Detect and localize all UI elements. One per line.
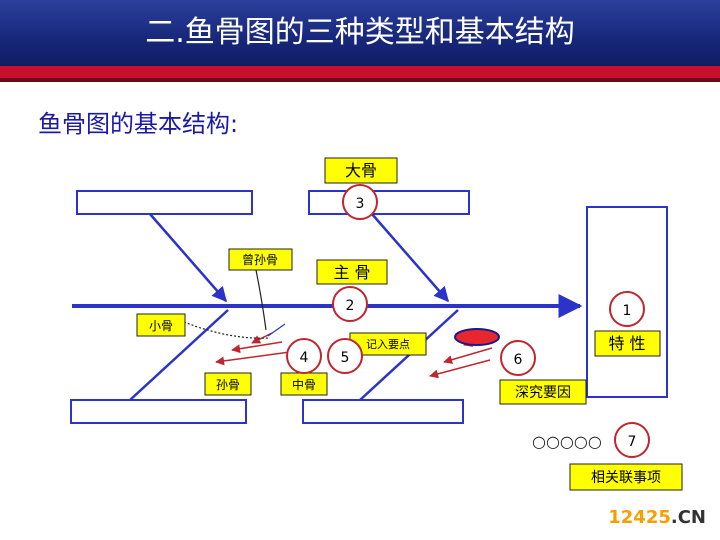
main-bone-label-box <box>316 259 388 285</box>
marker-1-text: 1 <box>623 303 632 319</box>
deep-cause-label: 深究要因 <box>515 385 571 401</box>
great-grandson-leader <box>255 269 267 331</box>
key-cause-oval <box>454 328 500 346</box>
small-bone-label: 小骨 <box>149 319 173 333</box>
small-bone-tick <box>267 323 286 337</box>
bottom-left-cause-box <box>70 399 247 424</box>
related-items-label-box <box>569 463 683 491</box>
bottom-middle-cause-box <box>302 399 464 424</box>
record-points-label: 记入要点 <box>366 338 410 351</box>
deep-cause-label-box <box>499 379 587 405</box>
grandson-bone-label: 孙骨 <box>216 378 240 392</box>
big-bone-label-box <box>324 157 398 184</box>
marker-1: 1 <box>609 291 645 327</box>
marker-6: 6 <box>500 340 536 376</box>
top-middle-cause-box <box>308 190 470 215</box>
marker-2: 2 <box>332 286 368 322</box>
top-left-big-bone <box>149 213 227 303</box>
deep-cause-arrow-upper <box>443 347 493 365</box>
great-grandson-label: 曾孙骨 <box>242 253 278 267</box>
slide-title: 二.鱼骨图的三种类型和基本结构 <box>145 15 575 50</box>
middle-bone-label: 中骨 <box>292 377 316 392</box>
middle-bone-arrow-upper <box>231 341 283 354</box>
grandson-bone-label-box <box>204 372 252 396</box>
bottom-left-big-bone <box>129 309 229 401</box>
marker-7-text: 7 <box>628 434 637 450</box>
header-stripe-shadow <box>0 78 720 82</box>
marker-2-text: 2 <box>346 298 355 314</box>
middle-bone-arrow-lower <box>215 351 291 366</box>
marker-5-text: 5 <box>341 350 350 366</box>
characteristic-label: 特 性 <box>608 334 645 353</box>
marker-5: 5 <box>327 338 363 374</box>
marker-4-text: 4 <box>300 350 309 366</box>
characteristic-label-box <box>594 330 661 357</box>
related-items-label: 相关联事项 <box>591 470 661 486</box>
watermark: 12425.CN <box>608 507 706 528</box>
top-middle-big-bone <box>371 213 449 303</box>
great-grandson-label-box <box>228 248 293 271</box>
watermark-domain: .CN <box>670 507 706 528</box>
marker-7: 7 <box>614 422 650 458</box>
big-bone-label: 大骨 <box>345 161 377 180</box>
marker-6-text: 6 <box>514 352 523 368</box>
marker-4: 4 <box>286 338 322 374</box>
header-stripe <box>0 66 720 78</box>
marker-3: 3 <box>342 184 378 220</box>
top-left-cause-box <box>76 190 253 215</box>
small-bone-label-box <box>136 313 186 337</box>
slide-subtitle: 鱼骨图的基本结构: <box>38 110 239 138</box>
marker-3-text: 3 <box>356 196 365 212</box>
main-bone-label: 主 骨 <box>333 263 370 282</box>
deep-cause-arrow-lower <box>429 359 491 379</box>
circles-row: ○○○○○ <box>532 432 602 451</box>
watermark-number: 12425 <box>608 507 671 528</box>
header-bar <box>0 0 720 66</box>
small-bone-leader <box>183 321 271 339</box>
